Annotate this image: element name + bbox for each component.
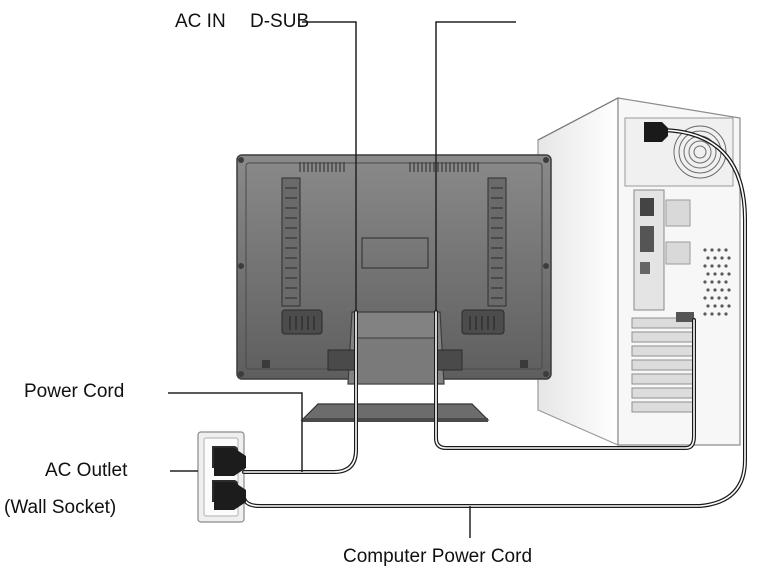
power-plug-top [214, 448, 246, 476]
monitor-rear [236, 154, 552, 422]
computer-power-cord-label: Computer Power Cord [343, 546, 533, 567]
power-plug-bottom [214, 482, 246, 510]
wall-socket-label: (Wall Socket) [4, 497, 117, 518]
power-cord-label: Power Cord [24, 381, 125, 402]
ac-in-label: AC IN [175, 11, 226, 32]
expansion-slots [631, 317, 695, 413]
psu-power-connector [644, 122, 668, 142]
ac-in-leader-line [302, 21, 357, 310]
pc-tower [537, 97, 741, 446]
d-sub-label: D-SUB [250, 11, 310, 32]
ac-outlet-label: AC Outlet [45, 460, 128, 481]
d-sub-leader-line [435, 21, 516, 310]
power-cord-leader-line [168, 392, 303, 472]
